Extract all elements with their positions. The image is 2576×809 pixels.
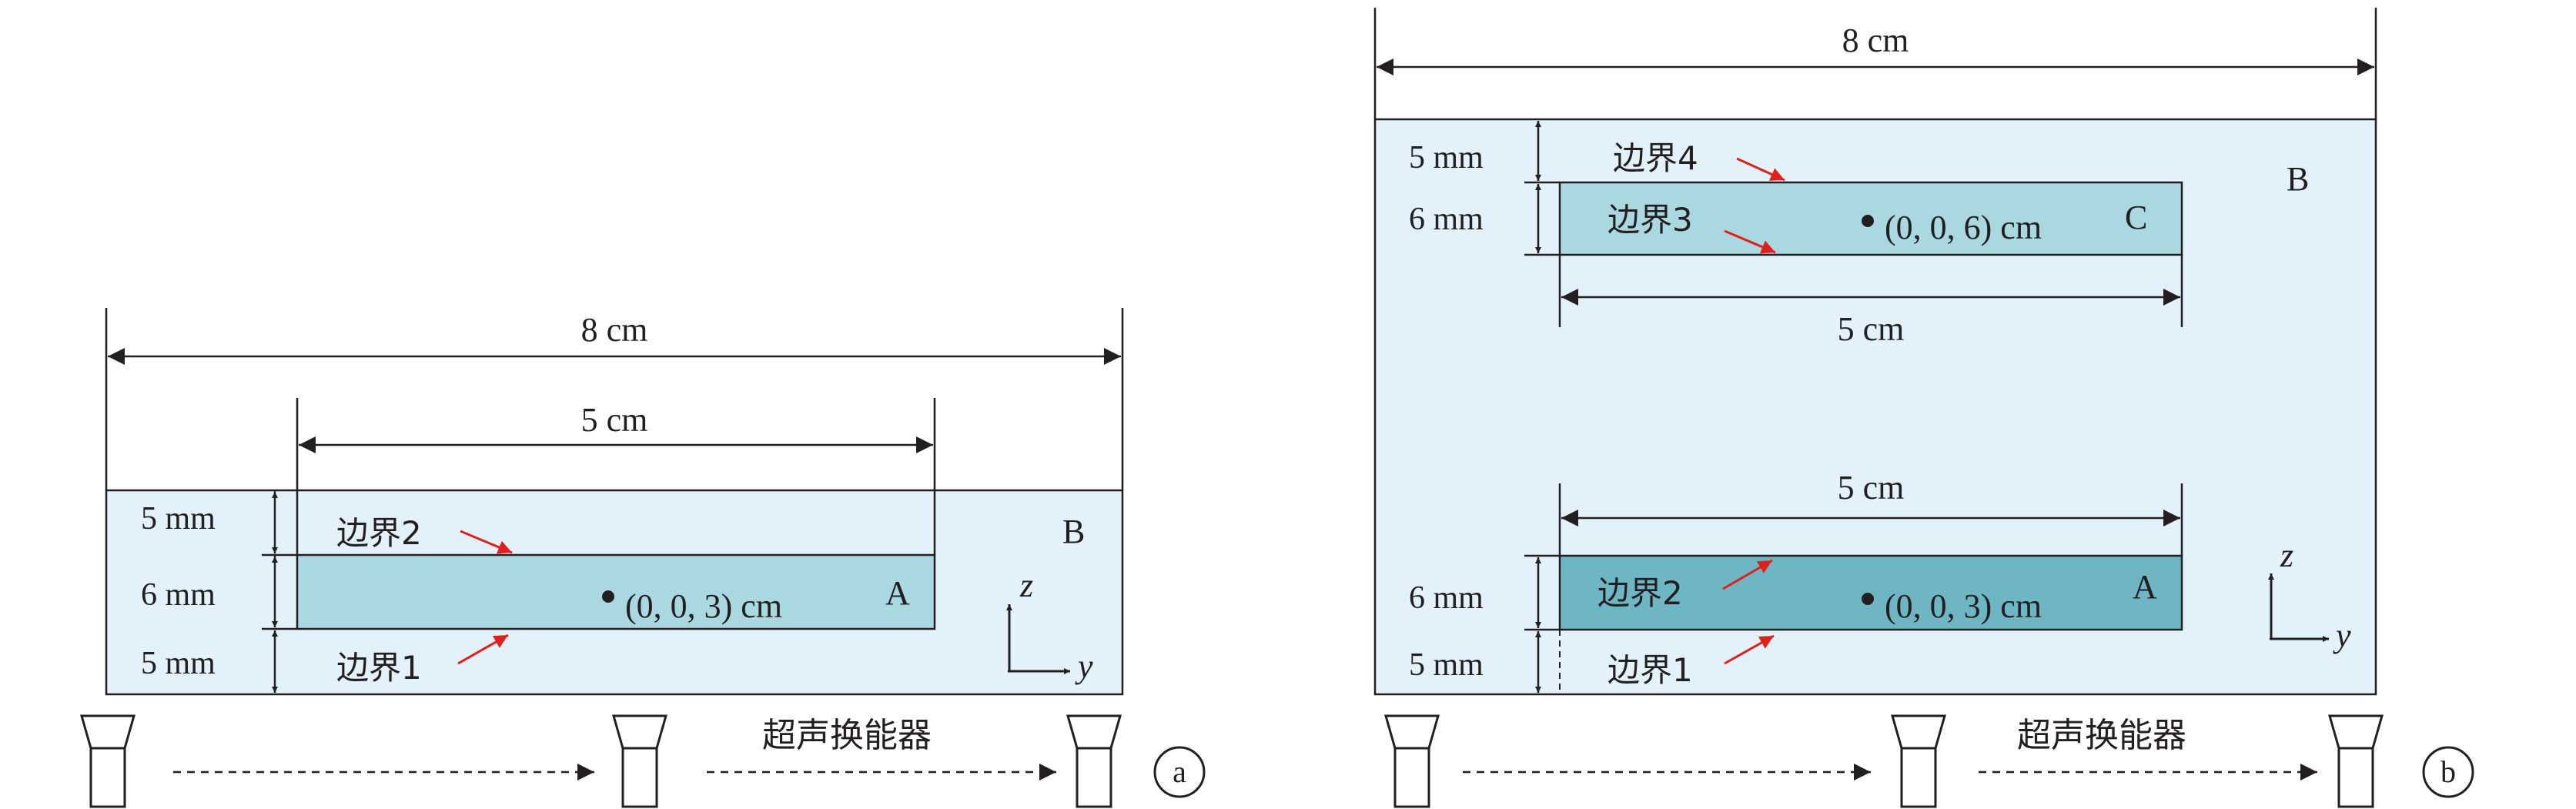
transducer-icon [1066,714,1122,808]
label-6mm-top-b: 6 mm [1409,202,1484,237]
point-marker-a-b [1862,593,1874,605]
label-transducer-a: 超声换能器 [762,716,932,755]
label-boundary1-a: 边界1 [336,649,422,687]
label-5mm-bottom-a: 5 mm [141,646,216,681]
label-panel-tag-a: a [1173,754,1186,789]
region-a-a [296,553,936,630]
label-axis-z-b: z [2280,537,2293,574]
red-arrow-boundary1-b [1724,634,1775,665]
panel-b: 8 cm 5 mm 6 mm 边界4 边界3 (0, 0, 6) cm C B … [1373,8,2474,808]
transducer-icon [80,714,135,808]
label-5mm-bottom-b: 5 mm [1409,647,1484,683]
label-point-c: (0, 0, 6) cm [1885,209,2042,246]
label-6mm-bottom-b: 6 mm [1409,580,1484,616]
label-5cm-bottom-b: 5 cm [1838,469,1905,506]
red-arrow-boundary3-b [1724,229,1776,254]
label-8cm-a: 8 cm [581,311,648,349]
label-6mm-a: 6 mm [141,577,216,613]
label-region-b-b: B [2287,160,2309,198]
label-region-b-a: B [1062,513,1085,550]
red-arrow-boundary4-b [1736,157,1785,182]
label-boundary2-b: 边界2 [1597,574,1683,612]
panel-tag-circle-a [1153,746,1206,798]
region-a-b [1558,554,2183,631]
label-axis-y-b: y [2333,617,2351,654]
label-5mm-top-b: 5 mm [1409,140,1484,176]
label-5cm-a: 5 cm [581,401,648,439]
label-8cm-b: 8 cm [1842,22,1909,59]
label-5mm-top-a: 5 mm [141,501,216,537]
label-transducer-b: 超声换能器 [2017,716,2186,755]
label-region-a-a: A [885,574,910,612]
label-axis-y-a: y [1075,647,1093,685]
label-point-a: (0, 0, 3) cm [625,587,782,625]
label-5cm-top-b: 5 cm [1838,310,1905,348]
red-arrow-boundary2-a [460,530,513,554]
label-axis-z-a: z [1019,567,1033,604]
panel-tag-circle-b [2422,746,2474,798]
label-boundary3-b: 边界3 [1607,201,1693,239]
label-panel-tag-b: b [2441,754,2456,789]
label-region-c-b: C [2125,199,2147,236]
panel-a: 8 cm 5 cm 5 mm 6 mm 5 mm 边界2 边界1 A B (0,… [80,308,1206,808]
label-region-a-b: A [2133,568,2157,606]
point-marker-a [602,590,614,603]
transducer-icon [612,714,667,808]
transducer-icon [2328,714,2384,808]
label-boundary2-a: 边界2 [336,514,422,552]
transducer-icon [1384,714,1440,808]
point-marker-c [1862,215,1874,227]
label-boundary4-b: 边界4 [1613,139,1698,177]
label-boundary1-b: 边界1 [1607,651,1693,689]
red-arrow-boundary2-b [1722,559,1773,590]
label-point-a-b: (0, 0, 3) cm [1885,587,2042,625]
red-arrow-boundary1-a [457,633,509,665]
transducer-icon [1891,714,1946,808]
